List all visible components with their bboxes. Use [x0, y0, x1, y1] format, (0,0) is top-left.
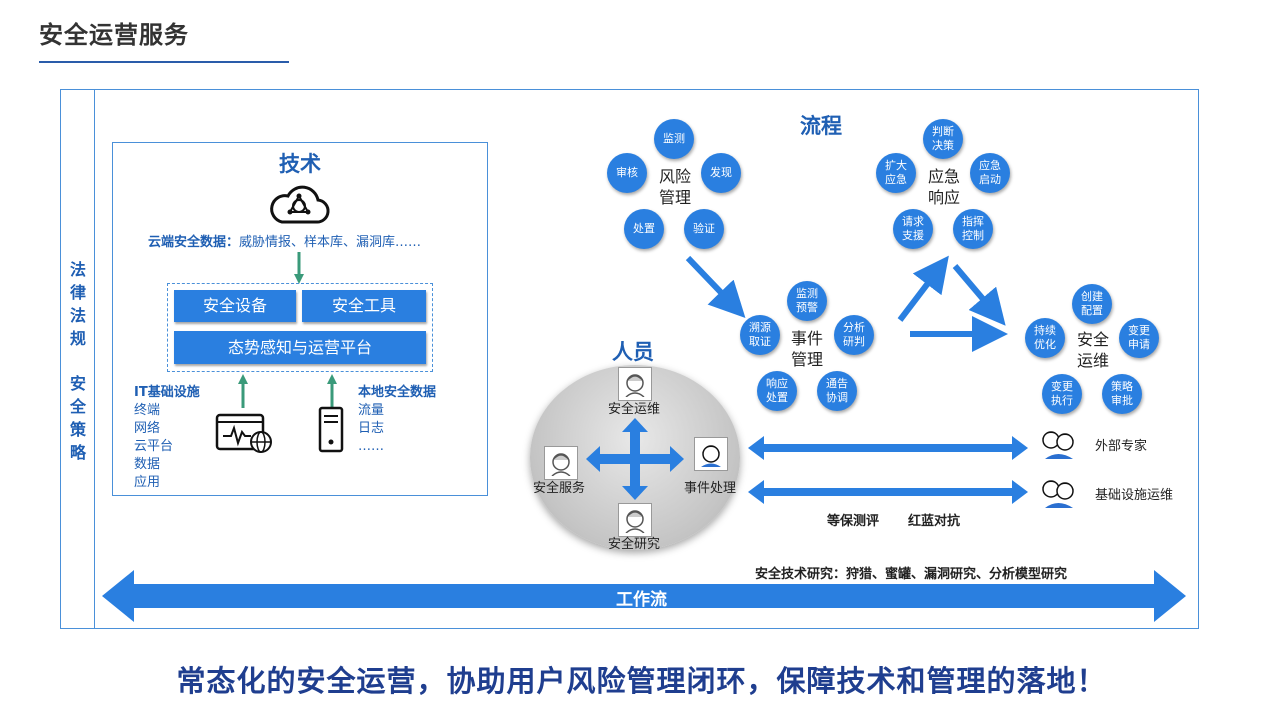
slogan: 常态化的安全运营，协助用户风险管理闭环，保障技术和管理的落地！: [176, 664, 1107, 698]
it-infra-list: IT基础设施 终端 网络 云平台 数据 应用: [134, 385, 200, 490]
emergency-command-node: 指挥 控制: [953, 209, 993, 249]
left-bar: [60, 89, 95, 629]
ops-change-request-node: 变更 申请: [1119, 318, 1159, 358]
cross-arrows-icon: [586, 418, 684, 500]
event-management-center: 事件 管理: [790, 329, 823, 369]
external-arrows: [748, 436, 1028, 504]
infra-ops-label: 基础设施运维: [1095, 488, 1174, 503]
title-underline: [39, 61, 289, 63]
network-monitor-icon: [215, 412, 275, 454]
ops-execute-node: 变更 执行: [1042, 374, 1082, 414]
security-policy-label: 安全策略: [69, 374, 86, 462]
diagram-frame: [60, 89, 1199, 629]
service-person-icon: [544, 446, 578, 480]
emergency-start-node: 应急 启动: [970, 153, 1010, 193]
tech-section: [112, 142, 488, 496]
ops-person-icon: [618, 367, 652, 401]
people-title: 人员: [612, 340, 654, 364]
page-title: 安全运营服务: [39, 21, 189, 49]
risk-handle-node: 处置: [624, 209, 664, 249]
risk-discover-node: 发现: [701, 153, 741, 193]
security-devices-button: 安全设备: [174, 290, 296, 322]
cloud-data-text: 云端安全数据：威胁情报、样本库、漏洞库……: [148, 235, 422, 250]
emergency-response-center: 应急 响应: [927, 167, 960, 207]
service-person-label: 安全服务: [533, 481, 586, 496]
event-warning-node: 监测 预警: [787, 281, 827, 321]
research-person-icon: [618, 503, 652, 537]
emergency-support-node: 请求 支援: [893, 209, 933, 249]
research-person-label: 安全研究: [608, 537, 661, 552]
emergency-expand-node: 扩大 应急: [876, 153, 916, 193]
event-trace-node: 溯源 取证: [740, 315, 780, 355]
platform-button: 态势感知与运营平台: [174, 331, 426, 364]
external-expert-label: 外部专家: [1095, 439, 1148, 454]
risk-management-center: 风险 管理: [658, 167, 691, 207]
incident-person-label: 事件处理: [684, 481, 737, 496]
event-analysis-node: 分析 研判: [834, 315, 874, 355]
security-ops-center: 安全 运维: [1076, 330, 1109, 370]
event-notify-node: 通告 协调: [817, 371, 857, 411]
process-title: 流程: [800, 114, 842, 138]
tech-title: 技术: [279, 152, 321, 176]
security-tools-button: 安全工具: [302, 290, 426, 322]
platform-group: [167, 283, 433, 372]
workflow-label: 工作流: [616, 590, 667, 610]
incident-person-icon: [694, 437, 728, 471]
emergency-decide-node: 判断 决策: [923, 119, 963, 159]
event-response-node: 响应 处置: [757, 371, 797, 411]
ops-optimize-node: 持续 优化: [1025, 318, 1065, 358]
compliance-test-label: 等保测评: [827, 514, 880, 529]
experts-group-icon: [1037, 425, 1079, 459]
legal-regulations-label: 法律法规: [69, 260, 86, 348]
local-data-list: 本地安全数据 流量 日志 ……: [358, 385, 437, 454]
infra-ops-group-icon: [1037, 474, 1079, 508]
risk-audit-node: 审核: [607, 153, 647, 193]
down-arrow-icon: [294, 252, 304, 285]
server-icon: [317, 406, 345, 454]
cloud-icon: [268, 182, 330, 226]
up-arrow-icon: [238, 374, 248, 408]
ops-create-node: 创建 配置: [1072, 284, 1112, 324]
ops-person-label: 安全运维: [608, 402, 661, 417]
risk-verify-node: 验证: [684, 209, 724, 249]
security-research-text: 安全技术研究：狩猎、蜜罐、漏洞研究、分析模型研究: [755, 567, 1068, 582]
up-arrow-icon: [327, 374, 337, 408]
ops-approve-node: 策略 审批: [1102, 374, 1142, 414]
workflow-arrow: [102, 570, 1186, 622]
red-blue-exercise-label: 红蓝对抗: [908, 514, 961, 529]
risk-monitor-node: 监测: [654, 119, 694, 159]
